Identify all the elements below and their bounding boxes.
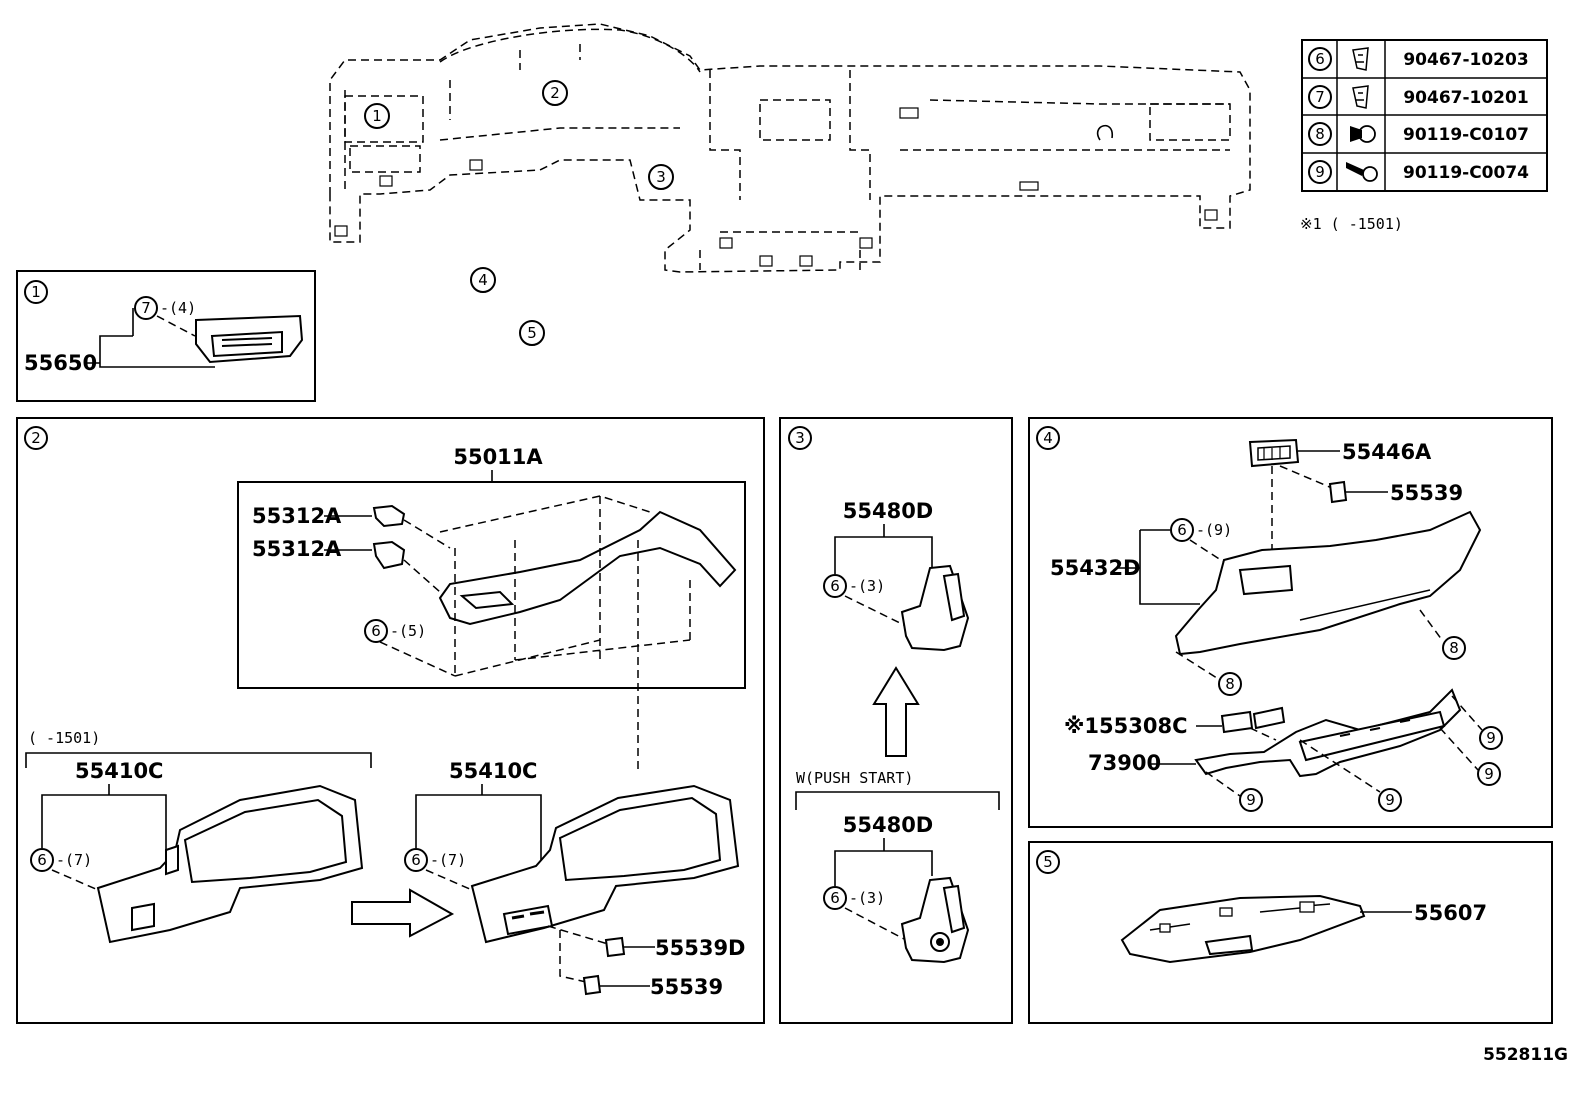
svg-text:-(3): -(3) bbox=[849, 577, 885, 595]
part-55410C-right: 55410C bbox=[449, 759, 537, 783]
svg-text:-(7): -(7) bbox=[430, 851, 466, 869]
svg-text:-(3): -(3) bbox=[849, 889, 885, 907]
svg-text:9: 9 bbox=[1484, 765, 1494, 783]
center-vent-55446A bbox=[1248, 438, 1300, 468]
overview-marker-2: 2 bbox=[542, 80, 568, 106]
svg-text:90467-10201: 90467-10201 bbox=[1403, 88, 1528, 108]
svg-text:9: 9 bbox=[1486, 729, 1496, 747]
cluster-finish-panel-right bbox=[470, 784, 740, 944]
part-73900: 73900 bbox=[1088, 751, 1161, 775]
lower-finish-panel-73900 bbox=[1194, 688, 1462, 778]
part-55539-panel4: 55539 bbox=[1390, 481, 1463, 505]
screw-icon bbox=[1346, 162, 1378, 182]
svg-text:2: 2 bbox=[550, 84, 560, 102]
cluster-hood-55011A bbox=[438, 495, 737, 677]
svg-text:6: 6 bbox=[411, 851, 421, 869]
svg-text:90119-C0107: 90119-C0107 bbox=[1403, 125, 1529, 145]
right-arrow bbox=[351, 888, 455, 938]
overview-marker-1: 1 bbox=[364, 103, 390, 129]
cluster-finish-panel-left bbox=[96, 784, 364, 944]
fastener-row-7: 7 90467-10201 bbox=[1308, 85, 1529, 109]
panel-5: 5 55607 bbox=[1028, 841, 1553, 1024]
part-55539D: 55539D bbox=[655, 936, 746, 960]
svg-text:-(9): -(9) bbox=[1196, 521, 1232, 539]
clip-icon bbox=[1352, 47, 1369, 71]
push-start-condition: W(PUSH START) bbox=[796, 769, 913, 787]
svg-text:1: 1 bbox=[372, 107, 382, 125]
svg-text:6: 6 bbox=[830, 889, 840, 907]
svg-text:8: 8 bbox=[1449, 639, 1459, 657]
svg-text:8: 8 bbox=[1225, 675, 1235, 693]
svg-text:9: 9 bbox=[1246, 791, 1256, 809]
part-55308C: ※155308C bbox=[1064, 714, 1188, 738]
clip-icon bbox=[1352, 85, 1369, 109]
overview-marker-4: 4 bbox=[470, 267, 496, 293]
fastener-row-6: 6 90467-10203 bbox=[1308, 47, 1529, 71]
part-55480D-top: 55480D bbox=[843, 499, 934, 523]
svg-text:4: 4 bbox=[478, 271, 488, 289]
table-note: ※1 ( -1501) bbox=[1300, 215, 1403, 233]
part-55607: 55607 bbox=[1414, 901, 1487, 925]
panel-4: 4 55446A 55539 55432D 6 -(9) 8 8 ※155308… bbox=[1028, 417, 1553, 828]
svg-text:9: 9 bbox=[1315, 163, 1325, 181]
svg-text:6: 6 bbox=[1177, 521, 1187, 539]
svg-text:6: 6 bbox=[830, 577, 840, 595]
svg-text:9: 9 bbox=[1385, 791, 1395, 809]
panel-3-id: 3 bbox=[795, 429, 805, 447]
side-vent-55650 bbox=[195, 314, 304, 364]
svg-text:7: 7 bbox=[141, 299, 151, 317]
svg-text:90119-C0074: 90119-C0074 bbox=[1403, 163, 1529, 183]
part-55410C-left: 55410C bbox=[75, 759, 163, 783]
panel-1: 1 55650 7 -(4) bbox=[16, 270, 316, 402]
fastener-table: 6 90467-10203 7 90467-10201 8 90119-C010… bbox=[1301, 39, 1548, 192]
svg-text:6: 6 bbox=[1315, 50, 1325, 68]
svg-text:8: 8 bbox=[1315, 125, 1325, 143]
part-55480D-bottom: 55480D bbox=[843, 813, 934, 837]
range-note: ( -1501) bbox=[28, 729, 100, 747]
svg-text:5: 5 bbox=[527, 324, 537, 342]
panel-2: 2 55011A 55312A 55312A 6 -(5) ( -1501) 5… bbox=[16, 417, 765, 1024]
svg-text:6: 6 bbox=[37, 851, 47, 869]
panel-1-id: 1 bbox=[31, 283, 41, 301]
svg-text:-(7): -(7) bbox=[56, 851, 92, 869]
overview-marker-5: 5 bbox=[519, 320, 545, 346]
lower-center-panel-55432D bbox=[1174, 510, 1482, 656]
dashboard-overview: 1 2 3 4 5 bbox=[329, 23, 1251, 346]
fastener-row-9: 9 90119-C0074 bbox=[1308, 160, 1529, 184]
knee-panel-55480D-top bbox=[900, 564, 970, 652]
figure-code: 552811G bbox=[1483, 1045, 1568, 1065]
up-arrow bbox=[872, 666, 920, 757]
part-55539-panel2: 55539 bbox=[650, 975, 723, 999]
part-55011A: 55011A bbox=[453, 445, 543, 469]
svg-text:-(5): -(5) bbox=[390, 622, 426, 640]
panel-3: 3 55480D 6 -(3) W(PUSH START) 55480D 6 -… bbox=[779, 417, 1013, 1024]
panel-4-id: 4 bbox=[1043, 429, 1053, 447]
panel-5-id: 5 bbox=[1043, 853, 1053, 871]
svg-text:6: 6 bbox=[371, 622, 381, 640]
svg-text:3: 3 bbox=[656, 168, 666, 186]
fastener-row-8: 8 90119-C0107 bbox=[1308, 122, 1529, 146]
overview-marker-3: 3 bbox=[648, 164, 674, 190]
svg-text:90467-10203: 90467-10203 bbox=[1403, 50, 1528, 70]
part-55312A-b: 55312A bbox=[252, 537, 342, 561]
under-cover-55607 bbox=[1120, 894, 1366, 964]
bolt-icon bbox=[1350, 125, 1376, 143]
part-55650: 55650 bbox=[24, 351, 97, 375]
knee-panel-55480D-bottom bbox=[900, 876, 970, 964]
panel-2-id: 2 bbox=[31, 429, 41, 447]
svg-text:7: 7 bbox=[1315, 88, 1325, 106]
part-55446A: 55446A bbox=[1342, 440, 1432, 464]
svg-text:-(4): -(4) bbox=[160, 299, 196, 317]
